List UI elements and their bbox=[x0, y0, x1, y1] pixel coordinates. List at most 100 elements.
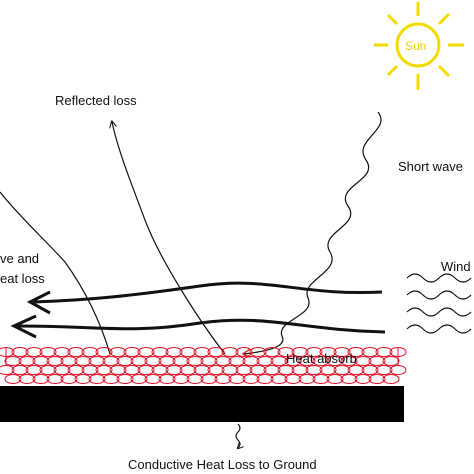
absorb-link bbox=[333, 347, 351, 357]
absorb-link bbox=[11, 365, 29, 375]
absorb-link bbox=[53, 347, 71, 357]
absorb-link bbox=[228, 356, 246, 366]
absorb-link bbox=[116, 374, 134, 384]
absorb-link bbox=[319, 347, 337, 357]
absorb-link bbox=[158, 374, 176, 384]
convective-label-line1: ve and bbox=[0, 251, 40, 266]
absorb-link bbox=[375, 365, 393, 375]
absorb-link bbox=[130, 374, 148, 384]
absorb-link bbox=[256, 374, 274, 384]
absorb-link bbox=[158, 356, 176, 366]
absorb-link bbox=[144, 374, 162, 384]
absorb-link bbox=[347, 365, 365, 375]
absorb-link bbox=[165, 365, 183, 375]
absorb-link bbox=[242, 356, 260, 366]
absorb-link bbox=[354, 374, 372, 384]
absorb-link bbox=[151, 365, 169, 375]
absorb-link bbox=[116, 356, 134, 366]
absorb-link bbox=[39, 365, 57, 375]
absorb-link bbox=[0, 365, 15, 375]
absorb-link bbox=[207, 365, 225, 375]
absorb-link bbox=[305, 347, 323, 357]
absorb-link bbox=[235, 365, 253, 375]
absorb-link bbox=[326, 356, 344, 366]
absorb-link bbox=[284, 374, 302, 384]
absorb-link bbox=[4, 374, 22, 384]
absorb-link bbox=[151, 347, 169, 357]
absorb-link bbox=[256, 356, 274, 366]
absorb-link bbox=[263, 365, 281, 375]
absorb-link bbox=[186, 374, 204, 384]
absorb-link bbox=[123, 347, 141, 357]
absorb-link bbox=[67, 365, 85, 375]
absorb-link bbox=[0, 347, 15, 357]
absorb-link bbox=[305, 365, 323, 375]
absorb-link bbox=[144, 356, 162, 366]
absorb-link bbox=[291, 365, 309, 375]
conductive-arrow bbox=[235, 423, 240, 448]
absorb-link bbox=[235, 347, 253, 357]
absorb-link bbox=[11, 347, 29, 357]
absorb-link bbox=[277, 347, 295, 357]
sun-label: Sun bbox=[405, 39, 427, 53]
absorb-link bbox=[74, 374, 92, 384]
absorb-link bbox=[95, 347, 113, 357]
absorb-link bbox=[298, 374, 316, 384]
absorb-link bbox=[25, 347, 43, 357]
heat-absorb-layer bbox=[0, 347, 407, 384]
wind-lines-icon bbox=[406, 273, 472, 334]
absorb-link bbox=[284, 356, 302, 366]
absorb-link bbox=[214, 374, 232, 384]
reflected-loss-label: Reflected loss bbox=[55, 93, 137, 108]
absorb-link bbox=[298, 356, 316, 366]
absorb-link bbox=[270, 374, 288, 384]
absorb-link bbox=[249, 365, 267, 375]
absorb-link bbox=[67, 347, 85, 357]
absorb-link bbox=[18, 356, 36, 366]
absorb-link bbox=[46, 356, 64, 366]
sun-icon bbox=[374, 2, 464, 90]
absorb-link bbox=[165, 347, 183, 357]
absorb-link bbox=[109, 347, 127, 357]
ground-slab bbox=[0, 386, 404, 422]
convective-label-line2: eat loss bbox=[0, 271, 45, 286]
absorb-link bbox=[39, 347, 57, 357]
absorb-link bbox=[214, 356, 232, 366]
absorb-link bbox=[319, 365, 337, 375]
absorb-link bbox=[382, 374, 400, 384]
absorb-link bbox=[333, 365, 351, 375]
absorb-link bbox=[172, 374, 190, 384]
absorb-link bbox=[32, 356, 50, 366]
absorb-link bbox=[200, 356, 218, 366]
absorb-link bbox=[375, 347, 393, 357]
absorb-link bbox=[354, 356, 372, 366]
absorb-link bbox=[74, 356, 92, 366]
absorb-link bbox=[312, 356, 330, 366]
absorb-link bbox=[60, 356, 78, 366]
absorb-link bbox=[207, 347, 225, 357]
absorb-link bbox=[137, 365, 155, 375]
absorb-link bbox=[102, 356, 120, 366]
absorb-link bbox=[228, 374, 246, 384]
absorb-link bbox=[172, 356, 190, 366]
absorb-link bbox=[137, 347, 155, 357]
absorb-link bbox=[291, 347, 309, 357]
heat-absorb-label: Heat absorb bbox=[286, 351, 357, 366]
absorb-link bbox=[193, 347, 211, 357]
absorb-link bbox=[130, 356, 148, 366]
absorb-link bbox=[193, 365, 211, 375]
absorb-link bbox=[389, 347, 407, 357]
absorb-link bbox=[389, 365, 407, 375]
absorb-link bbox=[123, 365, 141, 375]
absorb-link bbox=[109, 365, 127, 375]
conductive-heat-loss-label: Conductive Heat Loss to Ground bbox=[128, 457, 317, 472]
absorb-link bbox=[53, 365, 71, 375]
longwave-ray bbox=[0, 191, 111, 355]
absorb-link bbox=[242, 374, 260, 384]
convective-arrows bbox=[10, 281, 386, 339]
absorb-link bbox=[270, 356, 288, 366]
absorb-link bbox=[4, 356, 22, 366]
absorb-link bbox=[88, 356, 106, 366]
absorb-link bbox=[263, 347, 281, 357]
